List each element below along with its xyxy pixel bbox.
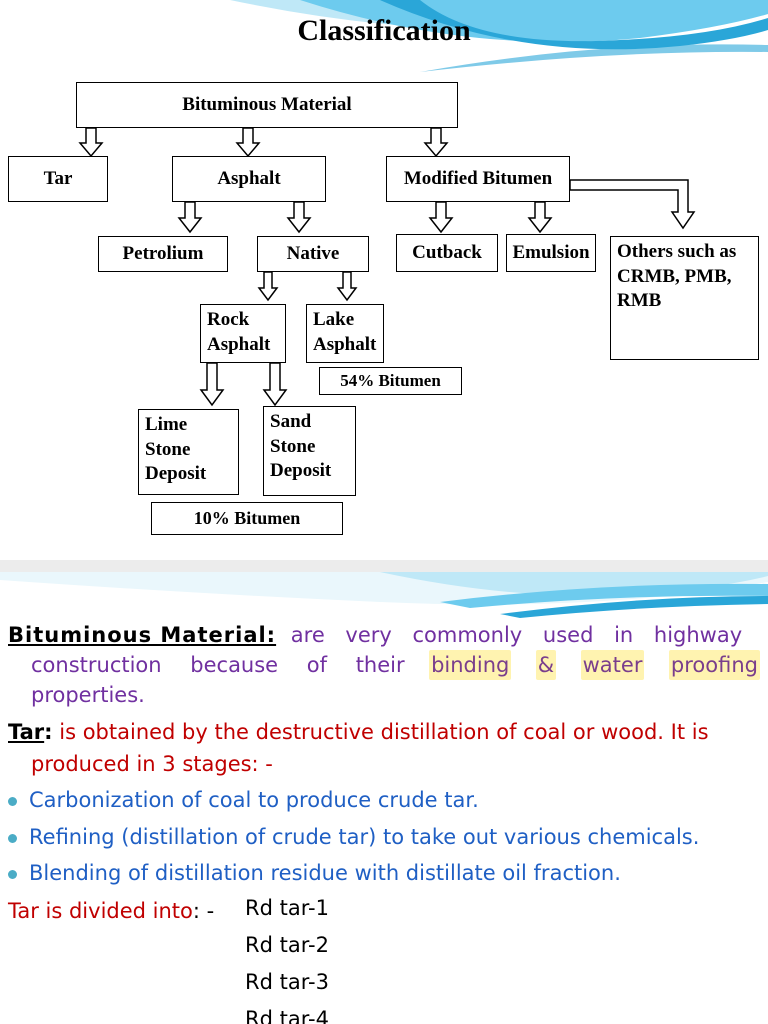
node-modified-bitumen: Modified Bitumen [386, 156, 570, 202]
header-swoosh-decoration [230, 0, 768, 72]
grade-item: Rd tar-4 [245, 1007, 329, 1024]
bituminous-material-line2: construction because of their binding & … [31, 650, 760, 680]
tar-line2: produced in 3 stages: - [31, 752, 273, 776]
slide-title: Classification [297, 14, 471, 47]
grade-item: Rd tar-2 [245, 933, 329, 957]
rock-bitumen-percent: 10% Bitumen [151, 502, 343, 535]
node-sand-stone-deposit: Sand Stone Deposit [263, 406, 356, 496]
bullet-text: Blending of distillation residue with di… [29, 861, 621, 885]
header-swoosh-decoration [0, 572, 768, 618]
node-lake-asphalt: Lake Asphalt [306, 304, 384, 363]
tar-divided-line: Tar is divided into: - [8, 896, 760, 926]
bullet-item: Blending of distillation residue with di… [8, 858, 621, 888]
bullet-dot-icon [8, 796, 17, 806]
node-native: Native [257, 236, 369, 272]
node-bituminous-material: Bituminous Material [76, 82, 458, 128]
node-tar: Tar [8, 156, 108, 202]
node-petrolium: Petrolium [98, 236, 228, 272]
bullet-item: Refining (distillation of crude tar) to … [8, 822, 699, 852]
highlight-proofing: proofing [668, 650, 760, 680]
tar-colon: : [44, 720, 53, 744]
bituminous-material-text: are very commonly used in highway [290, 623, 743, 647]
node-cutback: Cutback [396, 234, 498, 272]
slide-separator [0, 560, 768, 572]
flow-connectors [78, 127, 696, 407]
tar-divided-suffix: : - [192, 899, 215, 923]
node-others: Others such as CRMB, PMB, RMB [610, 236, 759, 360]
bullet-item: Carbonization of coal to produce crude t… [8, 785, 479, 815]
tar-slide: Bituminous Material: are very commonly u… [0, 572, 768, 1024]
bullet-dot-icon [8, 833, 17, 843]
bullet-text: Refining (distillation of crude tar) to … [29, 825, 700, 849]
bituminous-material-line3: properties. [31, 683, 145, 707]
highlight-water: water [580, 650, 645, 680]
grade-item: Rd tar-3 [245, 970, 329, 994]
tar-text: is obtained by the destructive distillat… [59, 720, 709, 744]
bituminous-material-line1: Bituminous Material: are very commonly u… [8, 620, 760, 650]
node-lime-stone-deposit: Lime Stone Deposit [138, 409, 239, 495]
node-asphalt: Asphalt [172, 156, 326, 202]
tar-line1: Tar: is obtained by the destructive dist… [8, 717, 760, 747]
highlight-ampersand: & [535, 650, 557, 680]
classification-slide: Classification Bituminous Material Tar A… [8, 0, 768, 535]
bullet-text: Carbonization of coal to produce crude t… [29, 788, 479, 812]
highlight-binding: binding [429, 650, 512, 680]
lake-bitumen-percent: 54% Bitumen [319, 367, 462, 395]
tar-divided-label: Tar is divided into [8, 899, 193, 923]
bituminous-material-text-2: construction because of their [31, 653, 405, 677]
bullet-dot-icon [8, 869, 17, 879]
node-rock-asphalt: Rock Asphalt [200, 304, 286, 363]
tar-term: Tar [8, 720, 45, 744]
node-emulsion: Emulsion [506, 234, 596, 272]
grade-item: Rd tar-1 [245, 896, 329, 920]
bituminous-material-term: Bituminous Material: [8, 623, 277, 647]
